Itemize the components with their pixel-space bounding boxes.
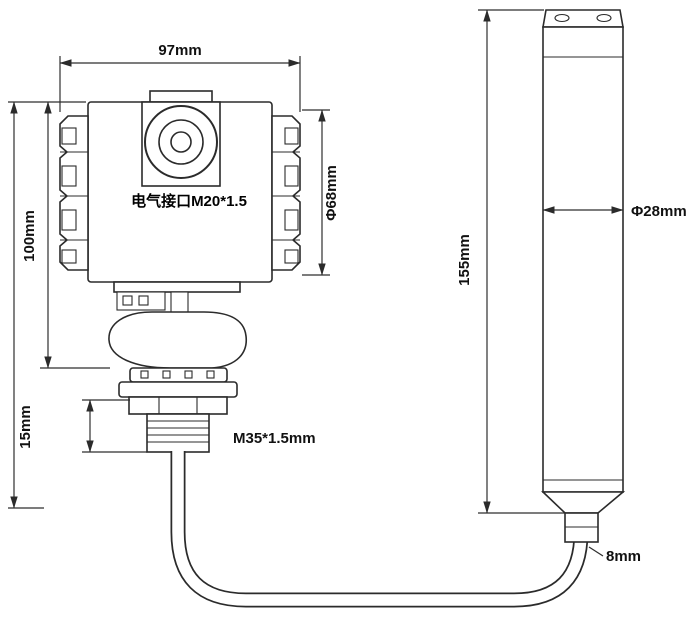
probe-diameter-label: Φ28mm bbox=[631, 203, 687, 220]
cable-diameter-label: 8mm bbox=[606, 548, 641, 565]
housing-right-wing bbox=[271, 115, 301, 271]
process-connection bbox=[108, 311, 247, 453]
flange-plate-lower bbox=[118, 381, 238, 398]
cable-core bbox=[172, 451, 587, 606]
dimension-probe-length: 155mm bbox=[456, 9, 565, 514]
housing-top-cap bbox=[149, 90, 213, 103]
dimension-housing-height: 100mm bbox=[8, 101, 110, 369]
dimension-cable-diameter: 8mm bbox=[588, 546, 641, 565]
housing-height-label: 100mm bbox=[21, 210, 38, 262]
electrical-interface-label: 电气接口M20*1.5 bbox=[131, 192, 247, 210]
probe-cap-hole-right bbox=[596, 13, 612, 23]
probe-cap-hole-left bbox=[554, 13, 570, 23]
hex-nut bbox=[128, 396, 228, 415]
cable bbox=[170, 451, 589, 608]
housing-width-label: 97mm bbox=[158, 42, 201, 59]
level-probe bbox=[541, 9, 626, 543]
dimension-connection-height: 15mm bbox=[17, 399, 147, 453]
probe-length-label: 155mm bbox=[456, 234, 473, 286]
connection-height-label: 15mm bbox=[17, 405, 34, 448]
thread-spec-label: M35*1.5mm bbox=[233, 430, 316, 447]
dimension-housing-diameter: Φ68mm bbox=[302, 109, 340, 276]
transmitter-housing bbox=[59, 90, 301, 315]
cable-gland-inner-ring bbox=[170, 131, 192, 153]
probe-body bbox=[542, 26, 624, 493]
housing-diameter-label: Φ68mm bbox=[323, 165, 340, 221]
thread-section bbox=[146, 413, 210, 453]
housing-bottom-plate bbox=[113, 281, 241, 293]
connection-dome bbox=[108, 311, 247, 369]
dimension-probe-diameter: Φ28mm bbox=[542, 203, 687, 220]
mounting-tab bbox=[170, 291, 189, 315]
dimension-housing-width: 97mm bbox=[59, 42, 301, 112]
housing-left-wing bbox=[59, 115, 89, 271]
dimension-overall-left bbox=[8, 101, 44, 509]
